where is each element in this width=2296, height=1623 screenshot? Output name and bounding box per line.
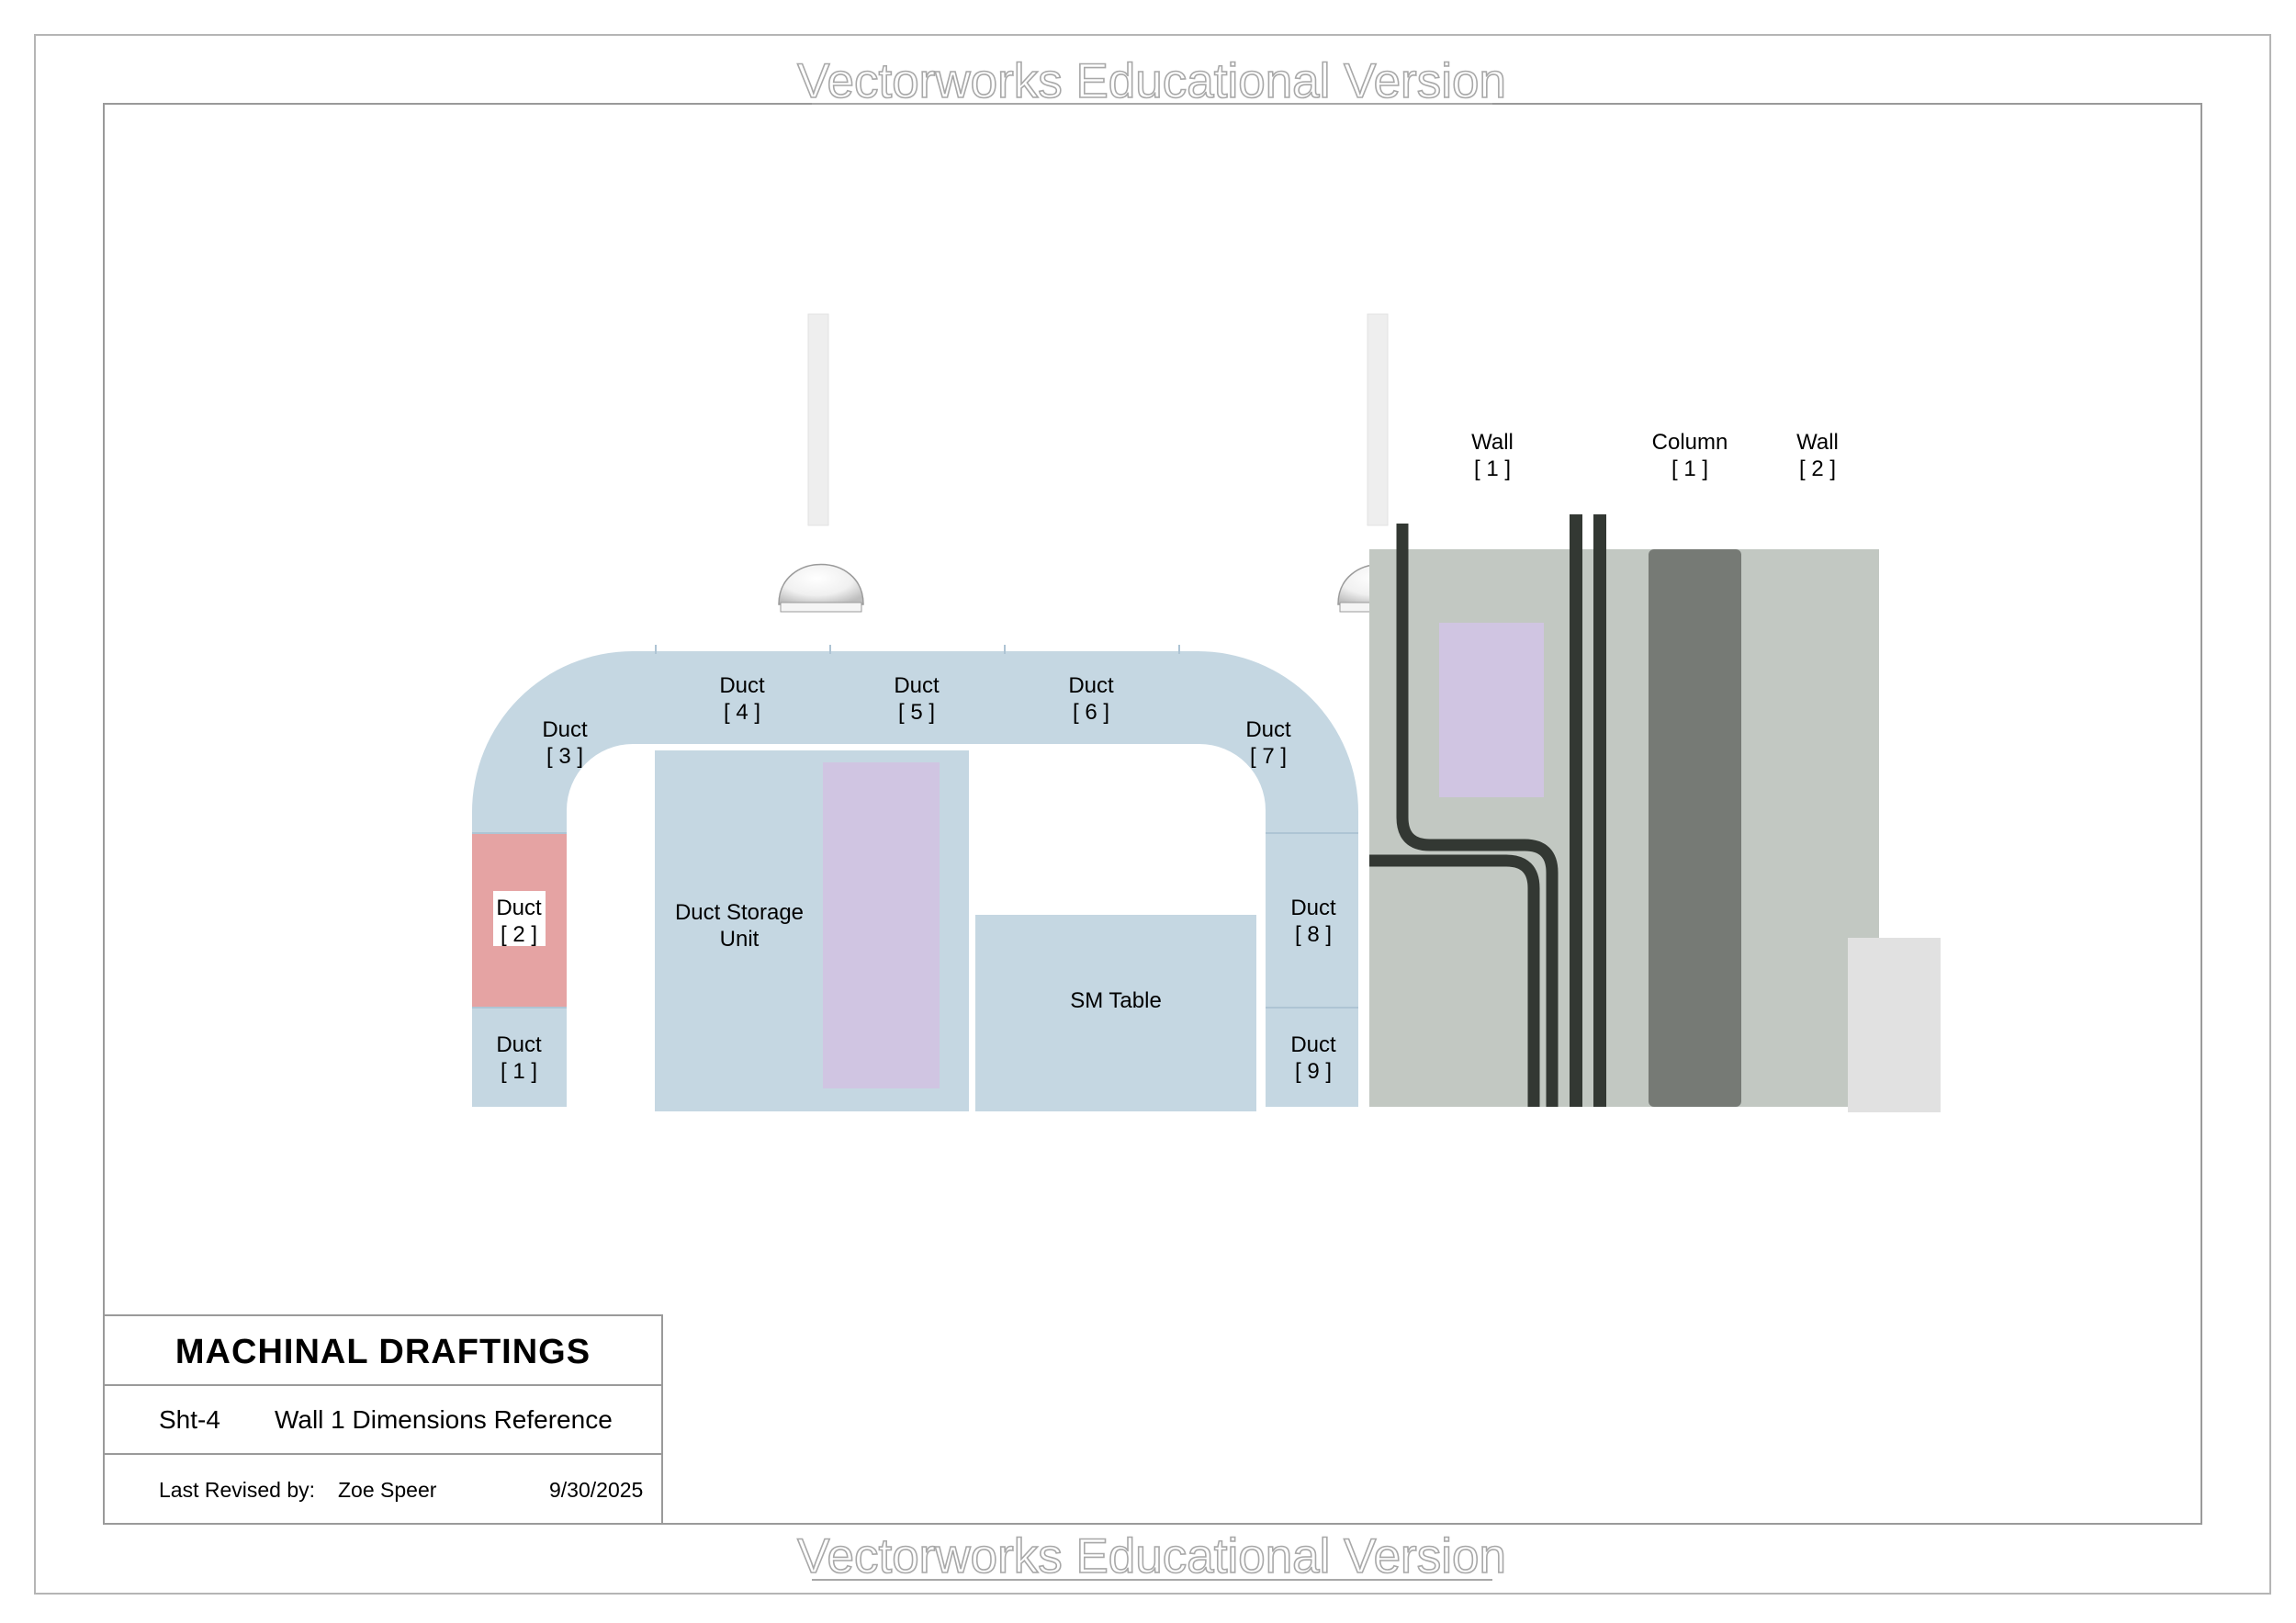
- pipe-vertical[interactable]: [1570, 514, 1582, 1107]
- revised-by: Zoe Speer: [338, 1478, 437, 1502]
- corner-block: [1848, 938, 1941, 1112]
- duct-run: [471, 645, 1359, 1107]
- wall-2-number: [ 2 ]: [1799, 456, 1836, 481]
- duct-7-number: [ 7 ]: [1250, 744, 1287, 769]
- light-fixture-left: [778, 313, 864, 613]
- pipe-vertical[interactable]: [1593, 514, 1606, 1107]
- duct-7-label: Duct: [1245, 717, 1291, 742]
- column-1-number: [ 1 ]: [1671, 456, 1708, 481]
- duct-2-label: Duct: [496, 896, 542, 920]
- column-1[interactable]: [1649, 549, 1741, 1107]
- duct-4-number: [ 4 ]: [724, 700, 760, 725]
- light-dome-rim: [780, 602, 862, 613]
- label-bg: [493, 891, 546, 946]
- watermark-bottom: Vectorworks Educational Version: [797, 1529, 1506, 1584]
- sheet-number: Sht-4: [159, 1405, 220, 1434]
- duct-1-label: Duct: [496, 1032, 542, 1057]
- storage-label-line2: Unit: [720, 927, 760, 952]
- duct-1-number: [ 1 ]: [501, 1059, 537, 1084]
- duct-labels: Duct [ 2 ] Duct [ 1 ] Duct [ 3 ] Duct [ …: [493, 430, 1839, 1084]
- duct-9-label: Duct: [1290, 1032, 1336, 1057]
- duct-2-number: [ 2 ]: [501, 922, 537, 947]
- revised-label: Last Revised by:: [159, 1478, 315, 1502]
- wall-panel: [1439, 623, 1544, 797]
- sm-table[interactable]: [975, 915, 1256, 1111]
- light-dome-icon: [778, 563, 864, 605]
- duct-5-segment[interactable]: [830, 651, 1005, 744]
- duct-5-label: Duct: [894, 673, 940, 698]
- wall-1-label: Wall: [1471, 430, 1514, 455]
- sheet-title: Wall 1 Dimensions Reference: [275, 1405, 613, 1434]
- wall-section: [1369, 514, 1941, 1112]
- duct-6-segment[interactable]: [1005, 651, 1179, 744]
- title-block-frame: [103, 1314, 663, 1525]
- pipe-bent-outer[interactable]: [1396, 524, 1559, 1107]
- company-name: MACHINAL DRAFTINGS: [175, 1333, 591, 1371]
- wall-2-label: Wall: [1796, 430, 1839, 455]
- duct-5-number: [ 5 ]: [898, 700, 935, 725]
- sm-table-label: SM Table: [1070, 988, 1162, 1013]
- duct-6-label: Duct: [1068, 673, 1114, 698]
- storage-panel: [823, 762, 940, 1088]
- title-block: MACHINAL DRAFTINGS Sht-4 Wall 1 Dimensio…: [103, 1314, 663, 1525]
- light-pole: [807, 313, 829, 526]
- light-pole: [1367, 313, 1389, 526]
- wall-1-number: [ 1 ]: [1474, 456, 1511, 481]
- column-1-label: Column: [1652, 430, 1728, 455]
- duct-4-segment[interactable]: [656, 651, 830, 744]
- watermark-top: Vectorworks Educational Version: [797, 54, 1506, 108]
- duct-9-segment[interactable]: [1266, 1008, 1358, 1107]
- pipe-bent-inner[interactable]: [1369, 854, 1540, 1107]
- duct-3-label: Duct: [542, 717, 588, 742]
- revision-date: 9/30/2025: [549, 1478, 643, 1502]
- duct-8-number: [ 8 ]: [1295, 922, 1332, 947]
- duct-8-label: Duct: [1290, 896, 1336, 920]
- duct-3-elbow[interactable]: [471, 651, 661, 833]
- duct-1-segment[interactable]: [472, 1008, 567, 1107]
- duct-8-segment[interactable]: [1266, 833, 1358, 1008]
- duct-3-number: [ 3 ]: [546, 744, 583, 769]
- inner-drawing-border: [103, 103, 2202, 1525]
- duct-7-elbow[interactable]: [1174, 650, 1359, 833]
- storage-label-line1: Duct Storage: [675, 900, 804, 925]
- duct-storage-unit[interactable]: [655, 750, 969, 1111]
- duct-4-label: Duct: [719, 673, 765, 698]
- duct-9-number: [ 9 ]: [1295, 1059, 1332, 1084]
- duct-6-number: [ 6 ]: [1073, 700, 1109, 725]
